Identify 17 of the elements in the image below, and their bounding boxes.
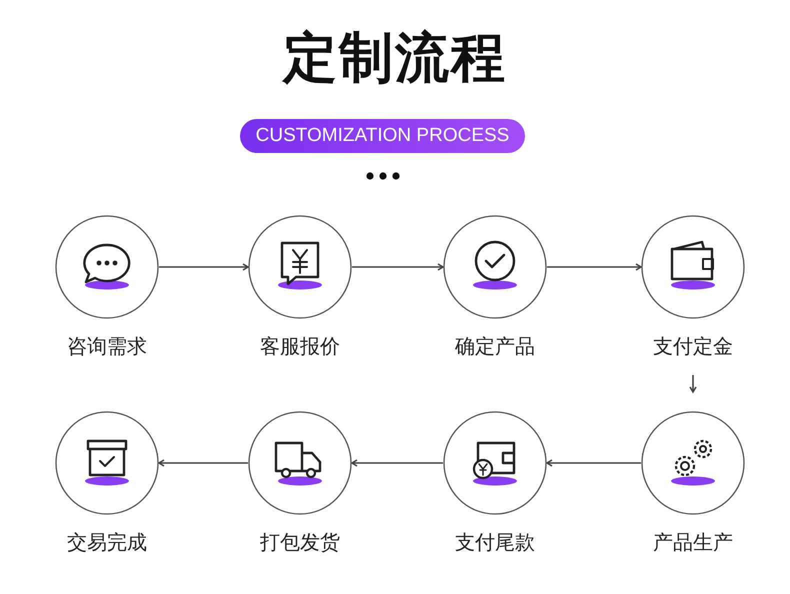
step-label: 支付定金 [653,334,733,358]
title: 定制流程 [283,26,507,89]
step-label: 产品生产 [653,530,733,554]
arrow [546,459,641,467]
step-label: 咨询需求 [67,334,147,358]
arrow [352,263,444,271]
arrow [158,459,248,467]
arrow [689,375,697,393]
subtitle-pill: CUSTOMIZATION PROCESS [240,119,525,153]
step-label: 客服报价 [260,334,340,358]
step-label: 确定产品 [455,334,535,358]
arrow [351,459,443,467]
arrow [159,263,249,271]
step-label: 打包发货 [260,530,340,554]
arrow [547,263,642,271]
step-label: 交易完成 [67,530,147,554]
step-label: 支付尾款 [455,530,535,554]
